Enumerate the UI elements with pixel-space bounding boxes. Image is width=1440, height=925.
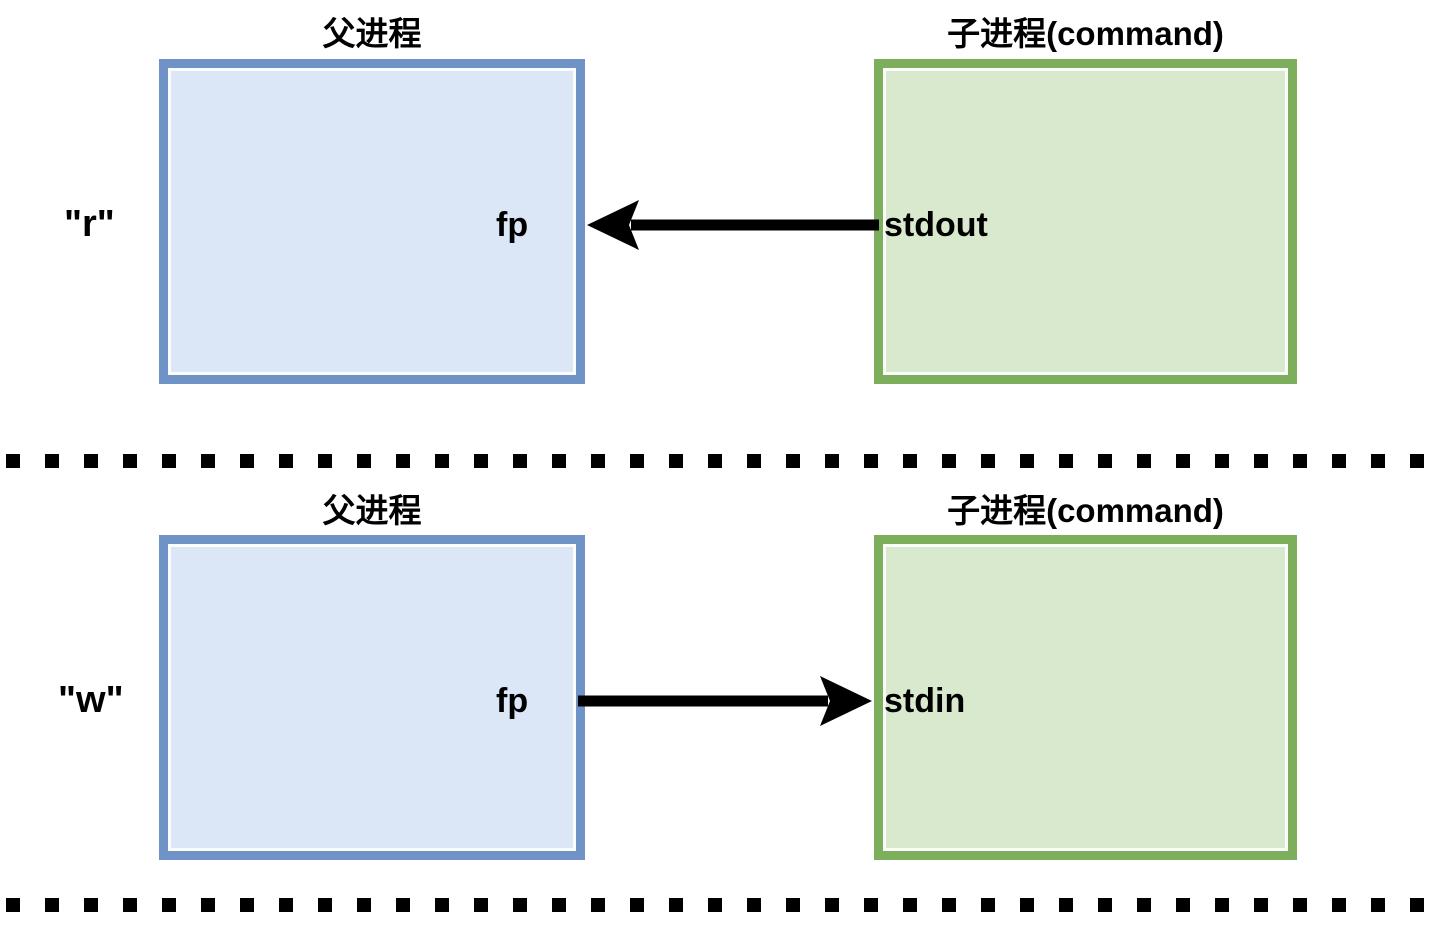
child-process-title-bottom: 子进程(command) [947,492,1224,529]
parent-box-inner-rule-bottom [168,544,576,851]
parent-process-box-top [159,59,585,384]
child-process-title-top: 子进程(command) [947,15,1224,52]
parent-process-box-bottom [159,535,585,860]
child-box-inner-rule-bottom [883,544,1288,851]
child-port-label-stdin: stdin [884,682,966,720]
parent-process-title-top: 父进程 [322,15,422,52]
mode-label-read: "r" [64,203,115,245]
parent-port-label-fp-bottom: fp [496,682,529,720]
child-box-inner-rule-top [883,68,1288,375]
arrow-stdout-to-fp [587,200,879,250]
dotted-separator-bottom [0,898,1440,912]
arrow-fp-to-stdin [578,676,872,726]
parent-box-inner-rule-top [168,68,576,375]
parent-port-label-fp-top: fp [496,206,529,244]
child-port-label-stdout: stdout [884,206,988,244]
mode-label-write: "w" [58,679,124,721]
dotted-separator-middle [0,454,1440,468]
parent-process-title-bottom: 父进程 [322,492,422,529]
child-process-box-bottom [874,535,1297,860]
